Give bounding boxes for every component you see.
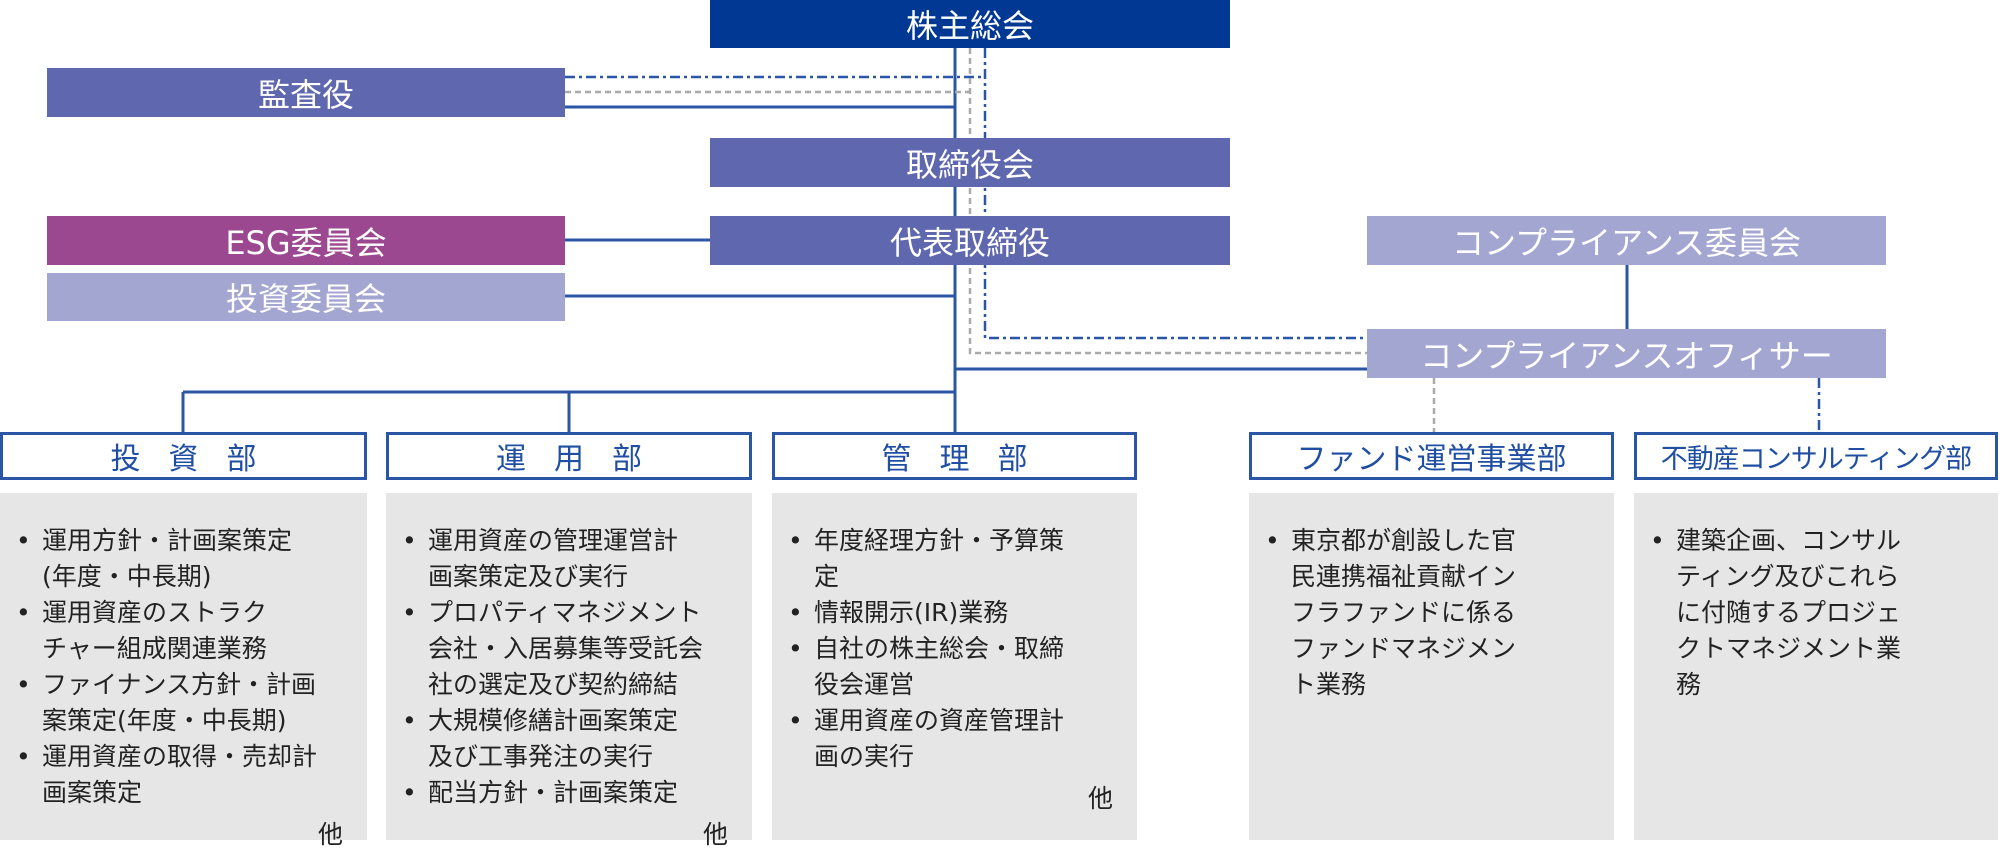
duty-text-line: 画の実行	[814, 742, 915, 771]
dept-admin-duties: • 年度経理方針・予算策定 • 情報開示(IR)業務 • 自社の株主総会・取締役会運営 • 運…	[772, 493, 1137, 840]
dept-fund-header: ファンド運営事業部	[1249, 432, 1614, 480]
duty-text-line: 自社の株主総会・取締	[814, 634, 1065, 663]
duty-text-line: 運用資産の管理運営計	[428, 526, 679, 555]
duty-text-line: 情報開示(IR)業務	[814, 598, 1009, 627]
bullet-icon: •	[788, 526, 803, 555]
duty-text-line: (年度・中長期)	[42, 562, 212, 591]
bullet-icon: •	[402, 778, 417, 807]
duty-text-line: 画案策定	[42, 778, 143, 807]
duty-list-item: • 配当方針・計画案策定	[402, 775, 742, 811]
duty-text-line: 年度経理方針・予算策	[814, 526, 1065, 555]
dept-operation-duties: • 運用資産の管理運営計画案策定及び実行 • プロパティマネジメント会社・入居募集等受…	[386, 493, 752, 849]
bullet-icon: •	[788, 598, 803, 627]
duty-text-line: プロパティマネジメント	[428, 598, 702, 627]
duty-text-line: フラファンドに係る	[1291, 598, 1517, 627]
duty-text-line: 運用資産の資産管理計	[814, 706, 1065, 735]
duty-text-line: に付随するプロジェ	[1676, 598, 1902, 627]
dept-admin-header: 管理部	[772, 432, 1137, 480]
others-note: 他	[317, 820, 343, 849]
board-box: 取締役会	[710, 138, 1230, 187]
duty-text-line: 配当方針・計画案策定	[428, 778, 679, 807]
bullet-icon: •	[402, 706, 417, 735]
audit-dashdot-line	[983, 48, 1367, 340]
duty-text-line: 社の選定及び契約締結	[428, 670, 679, 699]
auditor-box: 監査役	[47, 68, 565, 117]
duty-text-line: 務	[1676, 670, 1702, 699]
duty-list-item: • ファイナンス方針・計画案策定(年度・中長期)	[16, 667, 357, 739]
duty-text-line: 運用資産の取得・売却計	[42, 742, 318, 771]
investment-committee-box: 投資委員会	[47, 273, 565, 321]
dept-investment-header: 投資部	[0, 432, 367, 480]
duty-list-item: • 情報開示(IR)業務	[788, 595, 1127, 631]
dept-realestate-header: 不動産コンサルティング部	[1634, 432, 1998, 480]
duty-text-line: 大規模修繕計画案策定	[428, 706, 679, 735]
duty-list-item: • 運用資産の取得・売却計画案策定	[16, 739, 357, 811]
duty-text-line: ファイナンス方針・計画	[42, 670, 317, 699]
bullet-icon: •	[788, 634, 803, 663]
bullet-icon: •	[16, 598, 31, 627]
duty-text-line: ト業務	[1291, 670, 1367, 699]
duty-list-item: • 建築企画、コンサルティング及びこれらに付随するプロジェクトマネジメント業務	[1650, 523, 1988, 703]
dept-operation-header: 運用部	[386, 432, 752, 480]
compliance-officer-box: コンプライアンスオフィサー	[1367, 329, 1886, 378]
president-box: 代表取締役	[710, 216, 1230, 265]
gray-dashed-line	[968, 48, 1367, 355]
duty-text-line: ティング及びこれら	[1676, 562, 1900, 591]
compliance-committee-box: コンプライアンス委員会	[1367, 216, 1886, 265]
duty-text-line: 定	[814, 562, 840, 591]
duty-text-line: 役会運営	[814, 670, 915, 699]
esg-committee-box: ESG委員会	[47, 216, 565, 265]
duty-list-item: • プロパティマネジメント会社・入居募集等受託会社の選定及び契約締結	[402, 595, 742, 703]
duty-list-item: • 運用資産の資産管理計画の実行	[788, 703, 1127, 775]
duty-text-line: 建築企画、コンサル	[1676, 526, 1902, 555]
bullet-icon: •	[16, 526, 31, 555]
bullet-icon: •	[788, 706, 803, 735]
dept-realestate-duties: • 建築企画、コンサルティング及びこれらに付随するプロジェクトマネジメント業務	[1634, 493, 1998, 840]
duty-list-item: • 運用資産の管理運営計画案策定及び実行	[402, 523, 742, 595]
duty-text-line: ファンドマネジメン	[1291, 634, 1517, 663]
duty-text-line: 画案策定及び実行	[428, 562, 629, 591]
dept-fund-duties: • 東京都が創設した官民連携福祉貢献インフラファンドに係るファンドマネジメント業務	[1249, 493, 1614, 840]
duty-text-line: 及び工事発注の実行	[428, 742, 654, 771]
duty-text-line: 東京都が創設した官	[1291, 526, 1517, 555]
duty-list-item: • 年度経理方針・予算策定	[788, 523, 1127, 595]
duty-text-line: 会社・入居募集等受託会	[428, 634, 704, 663]
others-note: 他	[702, 820, 728, 849]
duty-text-line: 民連携福祉貢献イン	[1291, 562, 1517, 591]
duty-text-line: クトマネジメント業	[1676, 634, 1902, 663]
duty-text-line: 運用方針・計画案策定	[42, 526, 293, 555]
duty-text-line: 案策定(年度・中長期)	[42, 706, 287, 735]
duty-list-item: • 自社の株主総会・取締役会運営	[788, 631, 1127, 703]
bullet-icon: •	[16, 742, 31, 771]
dept-investment-duties: • 運用方針・計画案策定 (年度・中長期) • 運用資産のストラクチャー組成関連業務 • フ…	[0, 493, 367, 849]
bullet-icon: •	[16, 670, 31, 699]
duty-list-item: • 東京都が創設した官民連携福祉貢献インフラファンドに係るファンドマネジメント業務	[1265, 523, 1604, 703]
bullet-icon: •	[402, 598, 417, 627]
duty-list-item: • 大規模修繕計画案策定及び工事発注の実行	[402, 703, 742, 775]
duty-text-line: 運用資産のストラク	[42, 598, 268, 627]
shareholders-meeting-box: 株主総会	[710, 0, 1230, 48]
duty-list-item: • 運用方針・計画案策定 (年度・中長期)	[16, 523, 357, 595]
bullet-icon: •	[1265, 526, 1280, 555]
bullet-icon: •	[402, 526, 417, 555]
duty-text-line: チャー組成関連業務	[42, 634, 267, 663]
others-note: 他	[1087, 784, 1113, 813]
duty-list-item: • 運用資産のストラクチャー組成関連業務	[16, 595, 357, 667]
bullet-icon: •	[1650, 526, 1665, 555]
